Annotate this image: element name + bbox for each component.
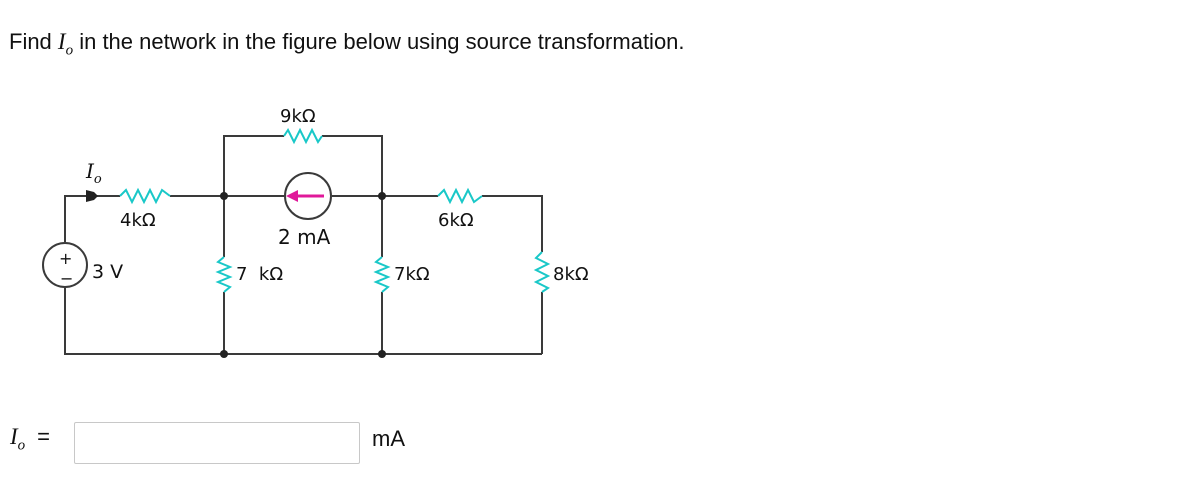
node-dot-bottom-mid [378,350,386,358]
question-prefix: Find [9,29,58,54]
label-2ma: 2 mA [278,225,331,249]
question-variable: Io [57,29,73,59]
question-variable-sub: o [65,42,74,59]
resistor-7k-mid [373,256,391,293]
answer-variable-main: I [10,424,18,449]
current-direction-arrow [86,190,98,202]
current-label-io: Io [85,159,102,187]
wire-9k-branch [223,135,284,196]
circuit-figure: Io 9kΩ 4kΩ 6kΩ 2 mA 3 V 7 kΩ 7kΩ 8kΩ + − [20,92,620,382]
wire-top-left [64,195,120,242]
wire-6k-right [482,195,543,252]
node-dot-bottom-left [220,350,228,358]
answer-input[interactable] [74,422,360,464]
wire-bottom [64,288,542,355]
current-source-arrow [286,190,324,202]
resistor-6k [437,187,483,205]
resistor-4k [119,187,171,205]
answer-variable: Io [10,424,25,454]
label-7k-left: 7 kΩ [236,264,283,285]
answer-variable-sub: o [17,437,26,454]
circuit-diagram: Io 9kΩ 4kΩ 6kΩ 2 mA 3 V 7 kΩ 7kΩ 8kΩ + − [42,106,589,358]
node-dot-top-mid [378,192,386,200]
voltage-source-plus: + [59,249,72,268]
label-8k: 8kΩ [553,264,589,285]
answer-label: Io = [10,424,50,455]
label-9k: 9kΩ [280,106,316,127]
label-3v: 3 V [92,261,123,283]
current-source-circle [284,172,332,220]
question-variable-main: I [57,29,66,54]
voltage-source-minus: − [60,269,73,288]
wire-9k-branch-right [322,135,383,196]
answer-unit: mA [372,426,405,451]
answer-equals: = [37,424,51,449]
resistor-8k [533,251,551,293]
label-4k: 4kΩ [120,210,156,231]
resistor-9k [283,127,323,145]
label-6k: 6kΩ [438,210,474,231]
question-text: Find Io in the network in the figure bel… [9,28,685,65]
voltage-source-circle [42,242,88,288]
node-dot-top-left [220,192,228,200]
answer-row: Io = mA [10,420,510,468]
label-7k-mid: 7kΩ [394,264,430,285]
resistor-7k-left [215,256,233,293]
question-suffix: in the network in the figure below using… [73,29,685,54]
